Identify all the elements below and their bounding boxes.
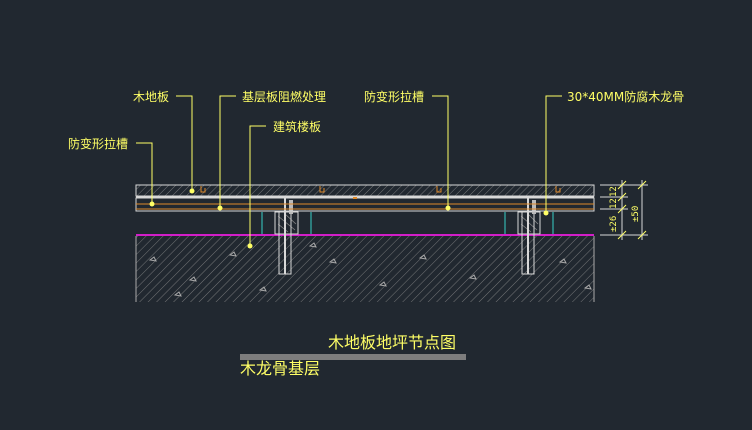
label-base-board: 基层板阻燃处理 [242, 89, 326, 104]
leader-lines [136, 95, 562, 246]
label-groove-right: 防变形拉槽 [364, 89, 424, 104]
wood-floor-layer [135, 184, 595, 199]
dim-26: ±26 [609, 216, 619, 232]
dim-12-bottom: 12 [609, 198, 619, 209]
dim-50: ±50 [631, 206, 641, 222]
keel-zone [136, 210, 594, 234]
leader-dots [149, 188, 549, 249]
label-groove-left: 防变形拉槽 [68, 136, 128, 151]
base-board [135, 197, 595, 212]
label-wood-floor: 木地板 [133, 90, 169, 104]
dimension-lines [600, 180, 648, 240]
dim-12-top: 12 [609, 186, 619, 197]
drawing-title: 木地板地坪节点图 [328, 333, 456, 352]
label-keel: 30*40MM防腐木龙骨 [567, 89, 684, 104]
title-underline [240, 354, 466, 360]
wood-keel [274, 211, 541, 235]
concrete-slab [135, 236, 595, 302]
label-building-slab: 建筑楼板 [273, 119, 321, 134]
drawing-subtitle: 木龙骨基层 [240, 359, 320, 378]
